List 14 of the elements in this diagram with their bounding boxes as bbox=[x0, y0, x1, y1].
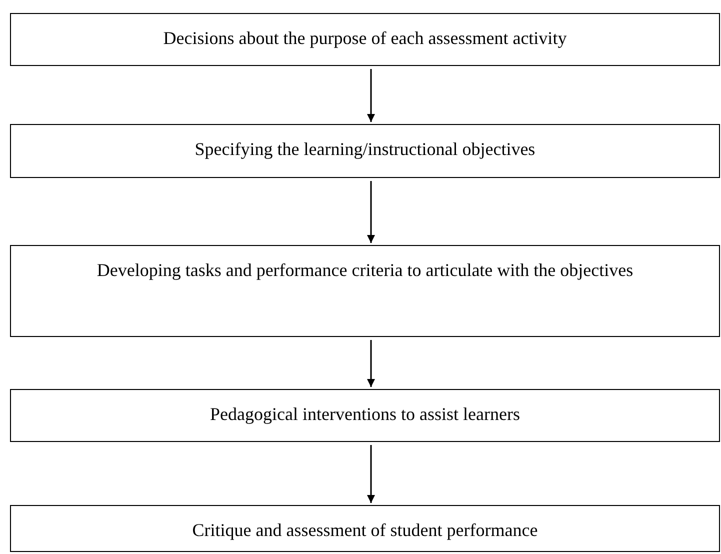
step-text: Critique and assessment of student performance bbox=[192, 519, 538, 541]
step-text: Developing tasks and performance criteria to articulate with the objectives bbox=[96, 259, 634, 281]
process-box bbox=[10, 245, 720, 337]
process-box bbox=[10, 13, 720, 66]
process-box bbox=[10, 505, 720, 552]
step-text: Specifying the learning/instructional objectives bbox=[194, 138, 536, 160]
arrow bbox=[367, 445, 375, 503]
arrow bbox=[367, 181, 375, 243]
step-text: Decisions about the purpose of each assessment activity bbox=[163, 27, 567, 49]
arrow bbox=[367, 340, 375, 387]
step-text: Pedagogical interventions to assist learners bbox=[210, 403, 520, 425]
process-box bbox=[10, 389, 720, 442]
arrow bbox=[367, 69, 375, 122]
process-box bbox=[10, 124, 720, 178]
